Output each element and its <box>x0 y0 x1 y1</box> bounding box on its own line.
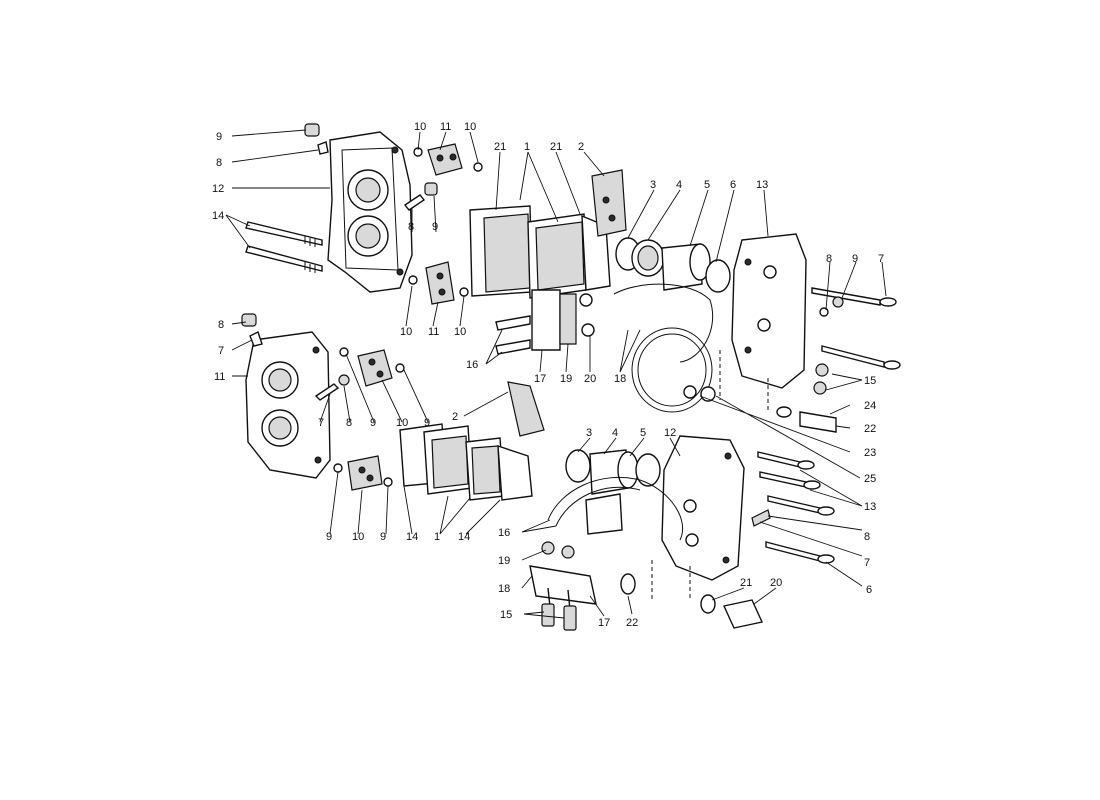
callout: 9 <box>432 221 438 233</box>
callout: 8 <box>346 417 352 429</box>
callout-labels: 9 8 12 14 10 11 10 8 9 10 11 10 21 1 21 … <box>212 121 884 629</box>
brake-pipe-bottom <box>547 476 684 541</box>
callout: 16 <box>466 359 478 371</box>
callout: 7 <box>318 417 324 429</box>
brake-pads-top <box>469 205 611 299</box>
callout: 9 <box>216 131 222 143</box>
callout: 20 <box>770 577 782 589</box>
leader-lines <box>225 129 887 619</box>
bleeder-cap-top-left <box>304 123 329 155</box>
callout: 8 <box>216 157 222 169</box>
callout: 3 <box>586 427 592 439</box>
callout: 19 <box>498 555 510 567</box>
callout: 9 <box>424 417 430 429</box>
callout: 1 <box>524 141 530 153</box>
callout: 21 <box>550 141 562 153</box>
callout: 10 <box>400 326 412 338</box>
callout: 25 <box>864 473 876 485</box>
bleeder-screw-top-left <box>403 182 438 211</box>
callout: 15 <box>864 375 876 387</box>
callout: 9 <box>380 531 386 543</box>
bolt-washer-bottom-right <box>651 560 763 629</box>
long-bolts-top-left <box>245 221 323 273</box>
studs-top-right <box>811 287 901 395</box>
caliper-body-bottom-right <box>661 435 745 581</box>
callout: 8 <box>826 253 832 265</box>
callout: 14 <box>212 210 224 222</box>
callout: 9 <box>326 531 332 543</box>
callout: 17 <box>534 373 546 385</box>
retainer-plates-top-left <box>408 143 483 305</box>
callout: 19 <box>560 373 572 385</box>
callout: 6 <box>866 584 872 596</box>
caliper-body-bottom-left <box>245 331 331 479</box>
callout: 8 <box>864 531 870 543</box>
pad-spring-bottom <box>507 381 545 437</box>
callout: 12 <box>212 183 224 195</box>
brake-pipe-top <box>613 283 716 413</box>
callout: 14 <box>458 531 470 543</box>
callout: 10 <box>454 326 466 338</box>
callout: 13 <box>756 179 768 191</box>
pipe-union-top <box>495 289 595 355</box>
callout: 8 <box>408 221 414 233</box>
callout: 14 <box>406 531 418 543</box>
retainer-plates-bottom-left <box>333 347 405 491</box>
callout: 9 <box>852 253 858 265</box>
callout: 11 <box>214 371 225 383</box>
callout: 4 <box>676 179 682 191</box>
callout: 23 <box>864 447 876 459</box>
callout: 22 <box>864 423 876 435</box>
callout: 17 <box>598 617 610 629</box>
pipe-union-bottom <box>529 541 636 631</box>
callout: 7 <box>218 345 224 357</box>
studs-bottom-right <box>751 451 835 564</box>
callout: 2 <box>452 411 458 423</box>
bleeder-bottom-left <box>241 313 350 401</box>
caliper-body-top-left <box>327 131 413 293</box>
callout: 5 <box>704 179 710 191</box>
callout: 21 <box>740 577 752 589</box>
callout: 20 <box>584 373 596 385</box>
callout: 11 <box>428 326 439 338</box>
callout: 12 <box>664 427 676 439</box>
callout: 22 <box>626 617 638 629</box>
callout: 10 <box>352 531 364 543</box>
caliper-body-top-right <box>731 233 807 389</box>
callout: 24 <box>864 400 876 412</box>
piston-seals-top <box>615 237 731 293</box>
callout: 3 <box>650 179 656 191</box>
callout: 7 <box>878 253 884 265</box>
callout: 18 <box>614 373 626 385</box>
brake-pads-bottom <box>399 423 533 501</box>
callout: 15 <box>500 609 512 621</box>
callout: 4 <box>612 427 618 439</box>
piston-seals-bottom <box>565 449 661 535</box>
callout: 7 <box>864 557 870 569</box>
bolt-washer-top-right <box>719 350 837 433</box>
callout: 11 <box>440 121 451 133</box>
callout: 5 <box>640 427 646 439</box>
callout: 8 <box>218 319 224 331</box>
callout: 10 <box>414 121 426 133</box>
callout: 10 <box>464 121 476 133</box>
callout: 10 <box>396 417 408 429</box>
callout: 13 <box>864 501 876 513</box>
callout: 6 <box>730 179 736 191</box>
callout: 21 <box>494 141 506 153</box>
callout: 16 <box>498 527 510 539</box>
callout: 9 <box>370 417 376 429</box>
callout: 1 <box>434 531 440 543</box>
callout: 18 <box>498 583 510 595</box>
pad-spring-top <box>591 169 627 237</box>
callout: 2 <box>578 141 584 153</box>
